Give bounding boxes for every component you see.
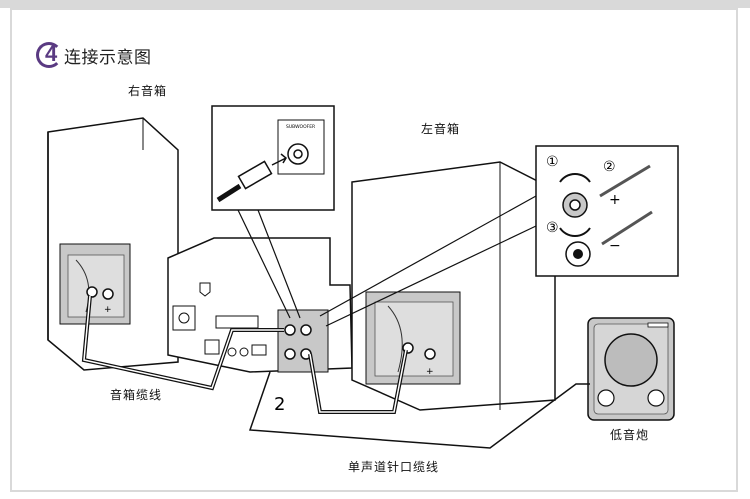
left-speaker: + [351,161,556,411]
mono-pin-cable [248,371,590,449]
callout-step-3: ③ [546,220,559,236]
plus-label: + [609,192,621,208]
subwoofer [587,317,675,421]
subwoofer-jack-callout: SUBWOOFER [211,105,335,211]
minus-label: − [609,238,621,254]
callout-step-1: ① [546,154,559,170]
speaker-cable-label: 音箱缆线 [110,388,163,402]
top-bar [0,0,750,8]
speaker-cable-left [308,349,408,414]
step-number-label: 2 [274,394,285,415]
subwoofer-jack-label: SUBWOOFER [286,124,315,130]
svg-text:+: + [104,305,112,315]
right-speaker: + [47,117,179,371]
step-badge: 4 [36,41,62,68]
step-number: 4 [45,41,58,66]
svg-text:+: + [426,367,434,377]
page-title: 连接示意图 [64,47,152,68]
right-speaker-label: 右音箱 [128,84,168,98]
section-heading: 4 连接示意图 [36,40,152,70]
speaker-terminal-callout: ① ② ③ + − [535,145,679,277]
main-unit [167,237,353,373]
mono-pin-cable-label: 单声道针口缆线 [348,460,440,474]
left-speaker-label: 左音箱 [421,122,461,136]
callout-step-2: ② [603,159,616,175]
speaker-cable-right [81,295,284,391]
subwoofer-label: 低音炮 [610,428,650,442]
